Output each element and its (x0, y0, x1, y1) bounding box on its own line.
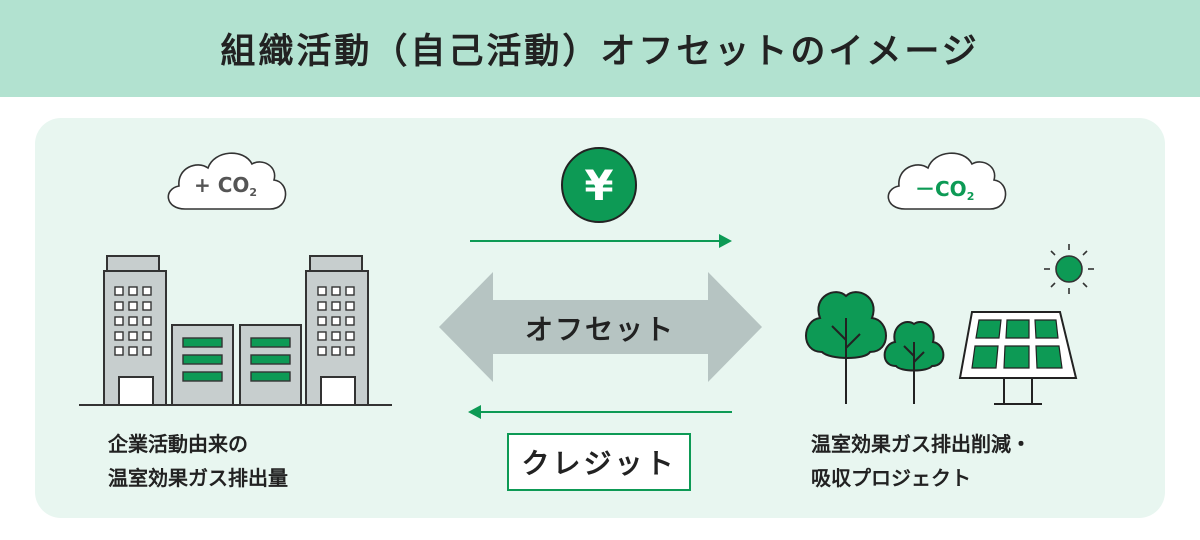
credit-flow-arrow (468, 405, 732, 419)
offset-double-arrow (439, 272, 762, 382)
left-caption-line1: 企業活動由来の (108, 432, 248, 456)
right-caption-line1: 温室効果ガス排出削減・ (811, 432, 1031, 456)
right-caption: 温室効果ガス排出削減・ 吸収プロジェクト (811, 427, 1031, 495)
offset-label: オフセット (524, 313, 675, 346)
sun-icon (1044, 244, 1094, 294)
money-flow-arrow (470, 234, 732, 248)
page-title: 組織活動（自己活動）オフセットのイメージ (220, 32, 980, 72)
office-buildings-icon (79, 255, 392, 406)
header-banner: 組織活動（自己活動）オフセットのイメージ (0, 0, 1200, 97)
cloud-reduction-label: －CO2 (915, 177, 975, 203)
cloud-emission-label: + CO2 (194, 173, 258, 199)
left-caption-line2: 温室効果ガス排出量 (108, 466, 288, 490)
yen-coin-icon (561, 147, 637, 223)
trees-icon (805, 291, 945, 404)
credit-label: クレジット (521, 447, 677, 480)
cloud-reduction-icon (887, 152, 1007, 210)
credit-box: クレジット (507, 433, 691, 491)
yen-symbol: ¥ (584, 160, 614, 210)
left-caption: 企業活動由来の 温室効果ガス排出量 (108, 427, 288, 495)
right-caption-line2: 吸収プロジェクト (811, 466, 971, 490)
cloud-emission-icon (167, 152, 287, 210)
